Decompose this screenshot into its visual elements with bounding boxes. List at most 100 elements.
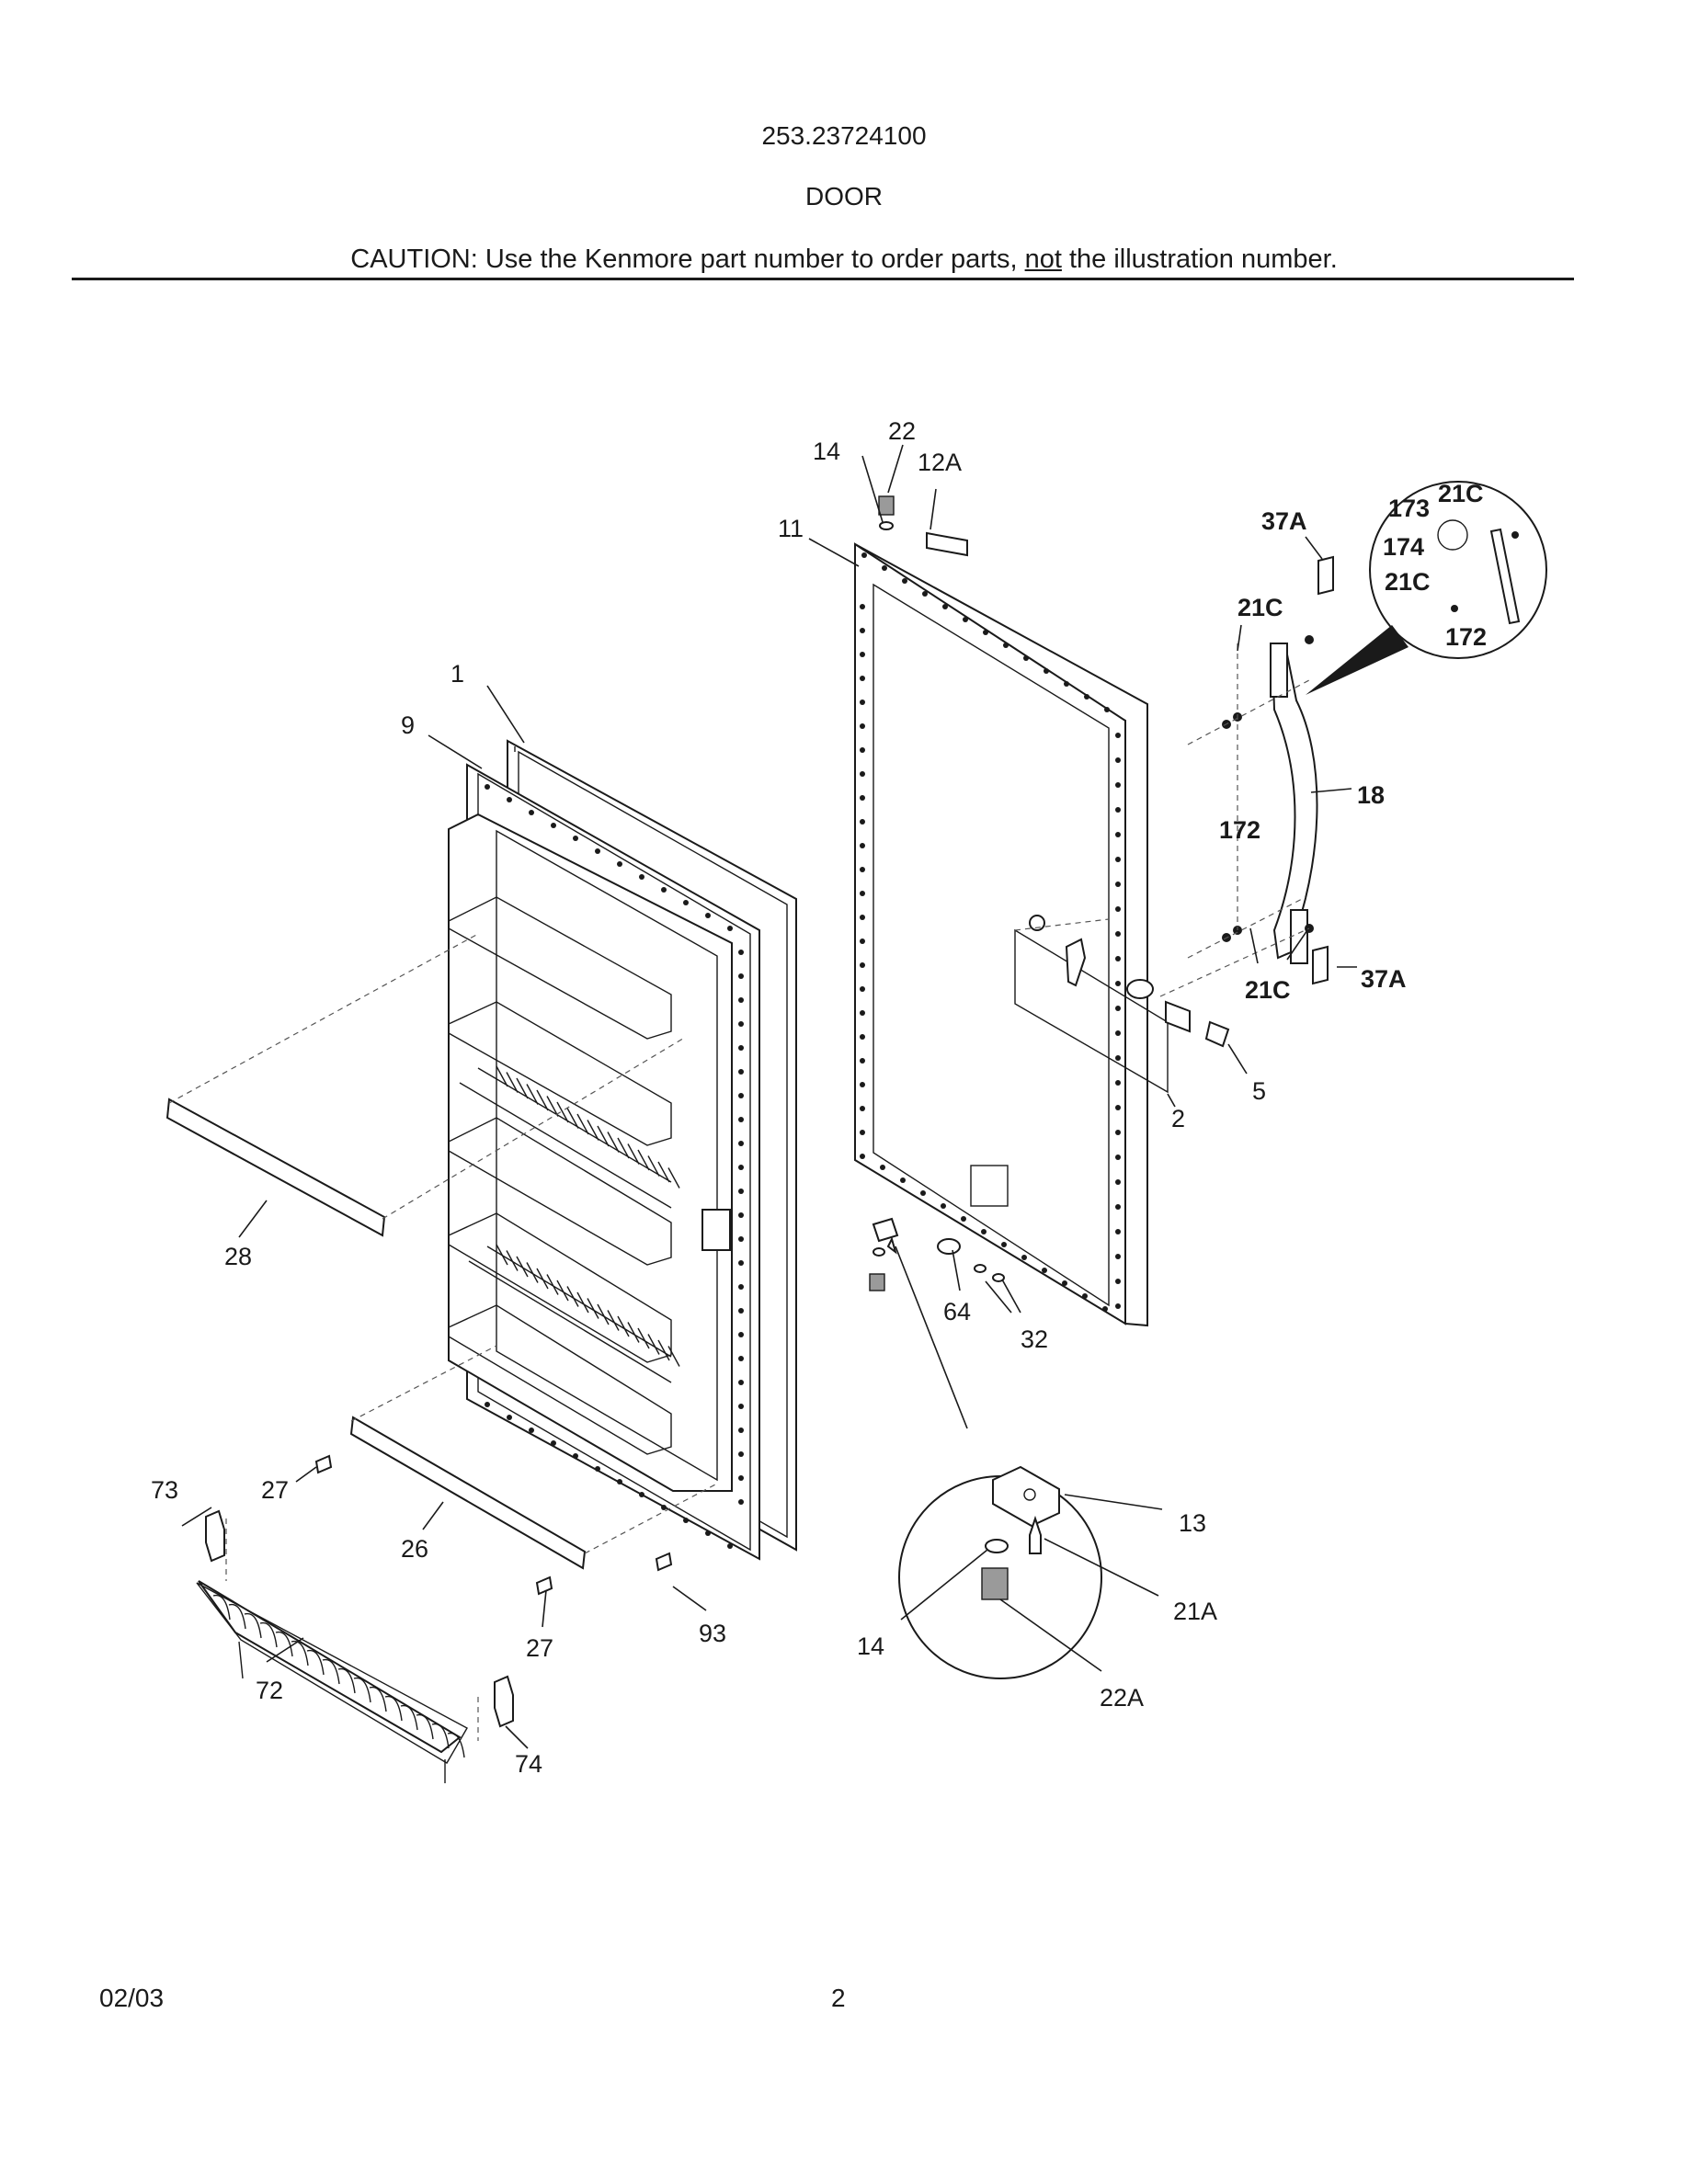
part-labels: 1 9 28 27 26 73 72 74 27 93 14 22 12A 11… xyxy=(151,417,1487,1778)
screw-hole xyxy=(1115,807,1121,813)
screw-hole xyxy=(860,1106,865,1111)
screw-hole xyxy=(961,1216,966,1222)
screw-hole xyxy=(1115,757,1121,763)
rack-bar xyxy=(496,1065,508,1087)
screw-hole xyxy=(551,823,556,828)
assembly-guides xyxy=(168,918,1110,1741)
screw-hole xyxy=(860,1082,865,1087)
screw-hole xyxy=(1084,694,1089,700)
screw-hole xyxy=(860,700,865,705)
upper-trim-strip xyxy=(165,1098,386,1237)
screw-hole xyxy=(1104,707,1110,712)
label-14a: 14 xyxy=(813,438,840,465)
screw-hole xyxy=(860,891,865,896)
basket-rib xyxy=(400,1704,418,1731)
basket-rib xyxy=(353,1677,371,1703)
trim-clips xyxy=(314,1454,673,1596)
rack-bar xyxy=(536,1089,549,1111)
screw-hole xyxy=(1001,1242,1007,1247)
screw-hole xyxy=(860,723,865,729)
screw-hole xyxy=(705,1530,711,1536)
caution-note: CAUTION: Use the Kenmore part number to … xyxy=(0,245,1688,275)
basket-rib xyxy=(337,1667,356,1694)
inset-label-174: 174 xyxy=(1383,533,1424,561)
screw-hole xyxy=(860,771,865,777)
rack-bar xyxy=(526,1084,539,1105)
screw-hole xyxy=(963,617,968,622)
rack-bar xyxy=(607,1310,620,1331)
screw-hole xyxy=(529,810,534,815)
door-handle xyxy=(1270,643,1318,964)
rack-bar xyxy=(667,1346,680,1367)
screw-hole xyxy=(1115,857,1121,862)
screw-hole xyxy=(1115,1080,1121,1086)
label-21C-bottom: 21C xyxy=(1245,976,1291,1004)
inset-label-173: 173 xyxy=(1388,495,1430,522)
inset-label-21C-a: 21C xyxy=(1438,480,1484,507)
label-64: 64 xyxy=(943,1298,971,1325)
rack-hatching xyxy=(496,1065,680,1367)
screw-hole xyxy=(1115,1254,1121,1259)
label-93: 93 xyxy=(699,1620,726,1647)
basket-rib xyxy=(212,1594,231,1621)
screw-hole xyxy=(738,1332,744,1337)
screw-hole xyxy=(1115,1006,1121,1011)
basket-rib xyxy=(431,1723,450,1749)
basket-rib xyxy=(322,1658,340,1685)
basket-rib xyxy=(228,1603,246,1630)
caution-text-post: the illustration number. xyxy=(1061,245,1338,274)
screw-hole xyxy=(1115,981,1121,986)
rack-bar xyxy=(647,1334,660,1355)
rack-bar xyxy=(496,1244,508,1266)
lower-trim-strip xyxy=(349,1416,587,1570)
screw-hole xyxy=(639,874,644,880)
rack-bar xyxy=(576,1113,589,1135)
basket-rib xyxy=(447,1732,465,1758)
screw-hole xyxy=(1115,1030,1121,1036)
screw-hole xyxy=(860,795,865,801)
label-13: 13 xyxy=(1179,1509,1206,1537)
screw-hole xyxy=(1115,906,1121,912)
screw-hole xyxy=(738,1045,744,1051)
screw-hole xyxy=(1115,956,1121,961)
screw-hole xyxy=(1115,1204,1121,1210)
page-number: 2 xyxy=(831,1984,846,2012)
screw-hole xyxy=(1115,1155,1121,1160)
label-37A-top: 37A xyxy=(1261,507,1307,535)
gasket-screw-holes xyxy=(485,784,744,1549)
bottom-hinge-inset xyxy=(895,1246,1102,1679)
screw-hole xyxy=(573,836,578,841)
label-2: 2 xyxy=(1171,1105,1185,1132)
screw-hole xyxy=(507,797,512,802)
screw-hole xyxy=(705,913,711,918)
screw-hole xyxy=(738,1451,744,1457)
rack-bar xyxy=(587,1120,599,1141)
screw-hole xyxy=(738,1308,744,1314)
basket-ribs xyxy=(212,1594,465,1758)
screw-hole xyxy=(942,604,948,609)
screw-hole xyxy=(1115,1055,1121,1061)
rack-bar xyxy=(607,1132,620,1153)
screw-hole xyxy=(738,1021,744,1027)
screw-hole xyxy=(661,887,667,893)
screw-hole xyxy=(860,676,865,681)
screw-hole xyxy=(860,1130,865,1135)
revision-date: 02/03 xyxy=(99,1984,165,2012)
screw-hole xyxy=(860,1010,865,1016)
screw-hole xyxy=(860,628,865,633)
screw-hole xyxy=(738,1356,744,1361)
screw-hole xyxy=(880,1165,885,1170)
screw-hole xyxy=(1023,655,1029,661)
screw-hole xyxy=(661,1505,667,1510)
screw-hole xyxy=(1062,1280,1067,1286)
screw-hole xyxy=(1115,1229,1121,1234)
screw-hole xyxy=(1102,1306,1108,1312)
basket-rib xyxy=(369,1686,387,1712)
label-18: 18 xyxy=(1357,781,1385,809)
rack-bar xyxy=(657,1161,670,1183)
rack-bar xyxy=(597,1303,610,1325)
label-9: 9 xyxy=(401,711,415,739)
rack-bar xyxy=(637,1149,650,1171)
screw-hole xyxy=(860,986,865,992)
